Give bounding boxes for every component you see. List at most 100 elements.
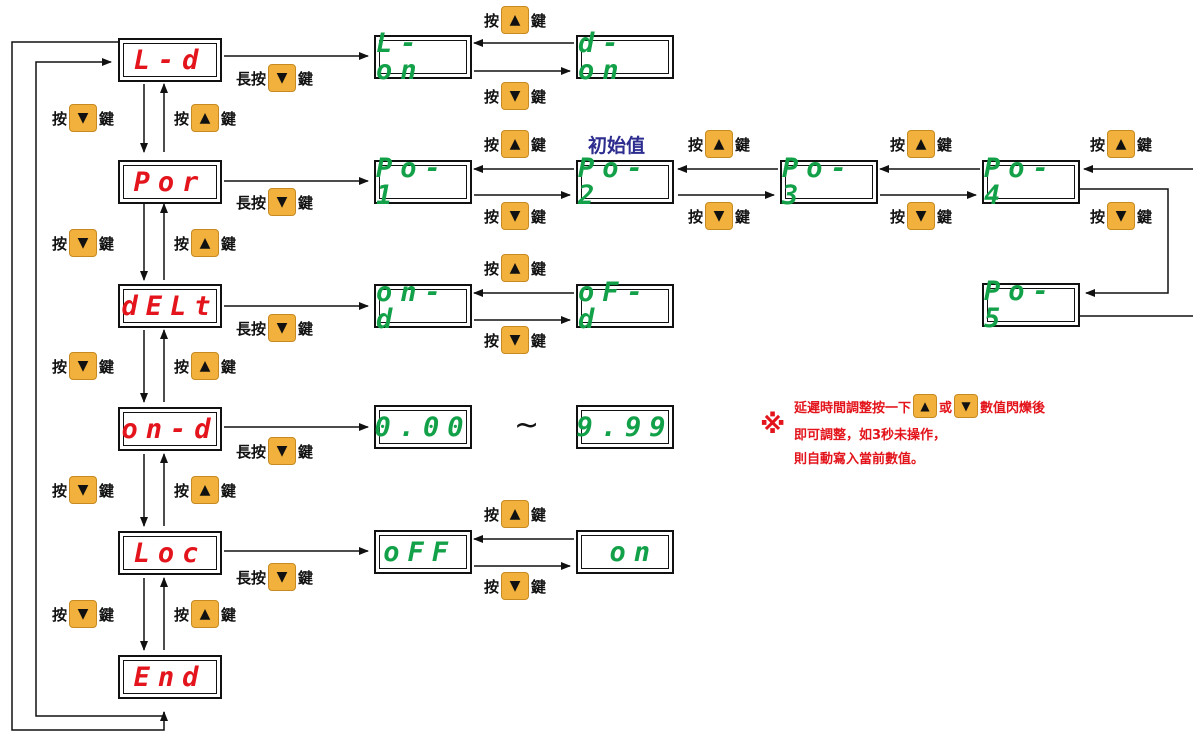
down-key-icon: ▼ bbox=[907, 202, 936, 230]
option-box-oFF: oFF bbox=[374, 530, 472, 574]
up-key-icon: ▲ bbox=[191, 352, 220, 380]
long-press-down-label: 長按▼鍵 bbox=[236, 64, 313, 92]
option-box-max: 9.99 bbox=[576, 405, 674, 449]
down-key-icon: ▼ bbox=[1107, 202, 1136, 230]
down-key-icon: ▼ bbox=[501, 326, 530, 354]
up-key-icon: ▲ bbox=[191, 104, 220, 132]
menu-box-dELt: dELt bbox=[118, 284, 222, 328]
menu-display: End bbox=[133, 661, 207, 693]
menu-box-End: End bbox=[118, 655, 222, 699]
long-press-down-label: 長按▼鍵 bbox=[236, 314, 313, 342]
menu-display: L-d bbox=[133, 44, 207, 76]
press-up-label: 按▲鍵 bbox=[484, 500, 546, 528]
option-box-d-on: d-on bbox=[576, 30, 674, 84]
press-down-label: 按▼鍵 bbox=[52, 104, 114, 132]
press-up-label: 按▲鍵 bbox=[688, 130, 750, 158]
press-up-label: 按▲鍵 bbox=[174, 104, 236, 132]
option-box-on-d: on-d bbox=[374, 279, 472, 333]
default-value-label: 初始值 bbox=[588, 135, 646, 157]
option-display: on-d bbox=[376, 277, 449, 335]
range-separator: ~ bbox=[514, 408, 540, 443]
option-box-min: 0.00 bbox=[374, 405, 472, 449]
press-up-label: 按▲鍵 bbox=[484, 6, 546, 34]
up-key-icon: ▲ bbox=[191, 600, 220, 628]
press-down-label: 按▼鍵 bbox=[484, 326, 546, 354]
option-display: d-on bbox=[578, 28, 627, 86]
press-down-label: 按▼鍵 bbox=[52, 352, 114, 380]
press-up-label: 按▲鍵 bbox=[174, 476, 236, 504]
up-key-icon: ▲ bbox=[501, 500, 530, 528]
press-up-label: 按▲鍵 bbox=[484, 130, 546, 158]
down-key-icon: ▼ bbox=[705, 202, 734, 230]
down-key-icon: ▼ bbox=[268, 64, 297, 92]
option-box-Po-4: Po-4 bbox=[982, 155, 1080, 209]
option-box-Po-1: Po-1 bbox=[374, 155, 472, 209]
note-line1-b: 數值閃爍後 bbox=[980, 400, 1046, 416]
press-down-label: 按▼鍵 bbox=[688, 202, 750, 230]
down-key-icon: ▼ bbox=[268, 314, 297, 342]
menu-box-on-d: on-d bbox=[118, 407, 222, 451]
note-line1-or: 或 bbox=[939, 400, 953, 416]
long-press-down-label: 長按▼鍵 bbox=[236, 437, 313, 465]
down-key-icon: ▼ bbox=[69, 600, 98, 628]
press-down-label: 按▼鍵 bbox=[1090, 202, 1152, 230]
press-down-label: 按▼鍵 bbox=[484, 202, 546, 230]
menu-display: dELt bbox=[121, 290, 219, 322]
option-display: 9.99 bbox=[576, 411, 674, 443]
option-box-oF-d: oF-d bbox=[576, 279, 674, 333]
menu-box-Loc: Loc bbox=[118, 531, 222, 575]
menu-display: Loc bbox=[133, 537, 207, 569]
note-line1-a: 延遲時間調整按一下 bbox=[794, 400, 912, 416]
menu-box-Por: Por bbox=[118, 160, 222, 204]
press-up-label: 按▲鍵 bbox=[174, 352, 236, 380]
up-key-icon: ▲ bbox=[501, 130, 530, 158]
down-key-icon: ▼ bbox=[268, 437, 297, 465]
down-key-icon: ▼ bbox=[69, 104, 98, 132]
down-key-icon: ▼ bbox=[501, 82, 530, 110]
down-key-icon: ▼ bbox=[69, 476, 98, 504]
down-key-icon: ▼ bbox=[268, 188, 297, 216]
menu-display: on-d bbox=[121, 413, 219, 445]
up-key-icon: ▲ bbox=[501, 6, 530, 34]
menu-display: Por bbox=[133, 166, 207, 198]
press-down-label: 按▼鍵 bbox=[52, 600, 114, 628]
press-up-label: 按▲鍵 bbox=[484, 254, 546, 282]
note-mark-icon: ※ bbox=[760, 410, 786, 440]
option-display: Po-2 bbox=[578, 153, 651, 211]
press-up-label: 按▲鍵 bbox=[1090, 130, 1152, 158]
up-key-icon: ▲ bbox=[907, 130, 936, 158]
long-press-down-label: 長按▼鍵 bbox=[236, 563, 313, 591]
press-up-label: 按▲鍵 bbox=[174, 229, 236, 257]
press-up-label: 按▲鍵 bbox=[174, 600, 236, 628]
option-display: oFF bbox=[383, 536, 456, 568]
option-box-Po-5: Po-5 bbox=[982, 278, 1080, 332]
down-key-icon: ▼ bbox=[69, 229, 98, 257]
press-down-label: 按▼鍵 bbox=[52, 229, 114, 257]
option-display: L-on bbox=[376, 28, 425, 86]
press-down-label: 按▼鍵 bbox=[52, 476, 114, 504]
option-display: Po-5 bbox=[984, 276, 1057, 334]
delay-adjust-note: 延遲時間調整按一下 ▲ 或 ▼ 數值閃爍後 即可調整，如3秒未操作， 則自動寫入… bbox=[794, 394, 1174, 467]
note-line3: 則自動寫入當前數值。 bbox=[794, 452, 925, 467]
option-display: on bbox=[609, 536, 658, 568]
down-key-icon: ▼ bbox=[69, 352, 98, 380]
up-key-icon: ▲ bbox=[191, 476, 220, 504]
up-key-icon: ▲ bbox=[705, 130, 734, 158]
down-key-icon: ▼ bbox=[954, 394, 979, 418]
option-display: Po-3 bbox=[782, 153, 855, 211]
option-display: oF-d bbox=[578, 277, 651, 335]
option-box-Po-2: Po-2 bbox=[576, 155, 674, 209]
press-down-label: 按▼鍵 bbox=[484, 572, 546, 600]
option-box-on: on bbox=[576, 530, 674, 574]
up-key-icon: ▲ bbox=[501, 254, 530, 282]
option-box-Po-3: Po-3 bbox=[780, 155, 878, 209]
down-key-icon: ▼ bbox=[268, 563, 297, 591]
menu-box-L-d: L-d bbox=[118, 38, 222, 82]
note-line2: 即可調整，如3秒未操作， bbox=[794, 428, 947, 443]
option-display: 0.00 bbox=[374, 411, 472, 443]
option-display: Po-1 bbox=[376, 153, 449, 211]
up-key-icon: ▲ bbox=[1107, 130, 1136, 158]
long-press-down-label: 長按▼鍵 bbox=[236, 188, 313, 216]
